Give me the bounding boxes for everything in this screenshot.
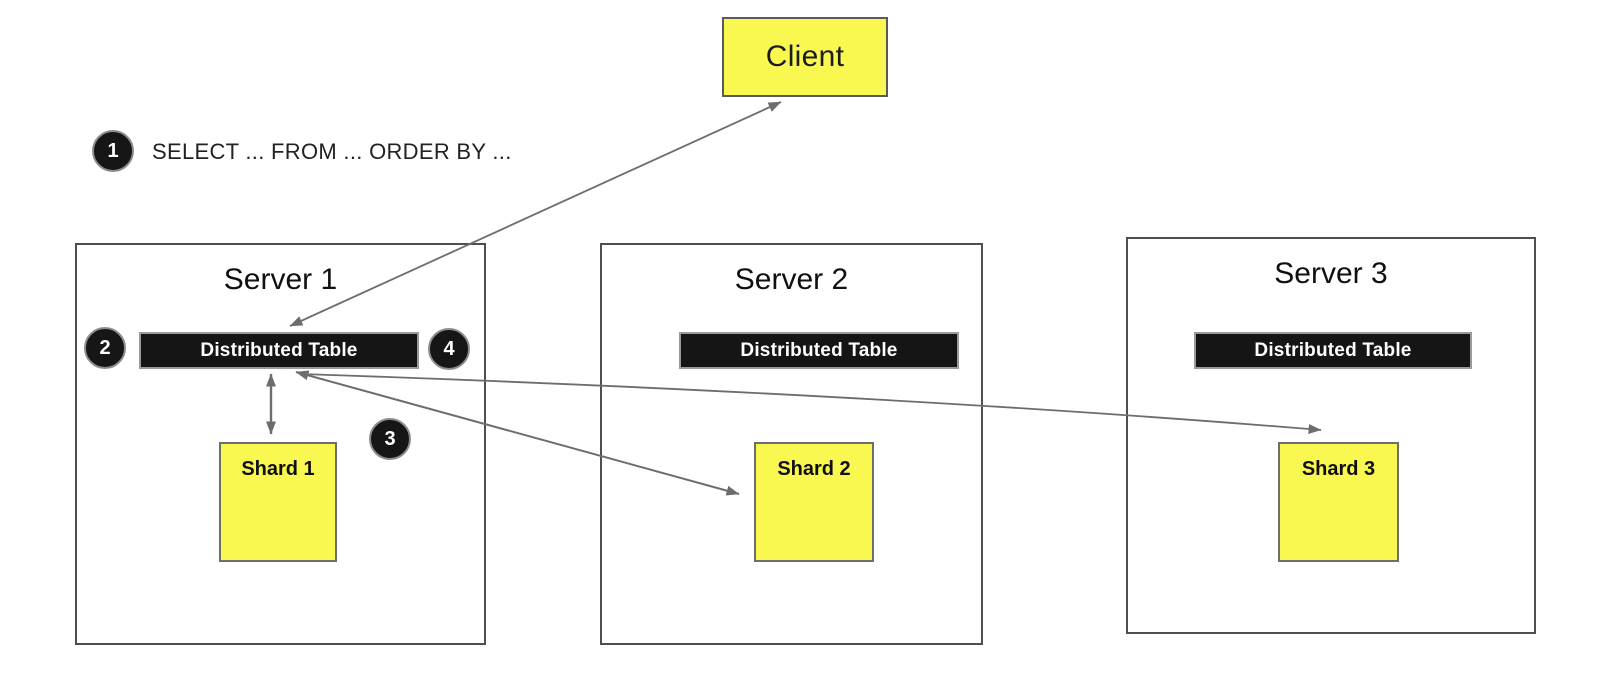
server-3-distributed-table: Distributed Table [1194, 332, 1472, 369]
step-badge-3: 3 [369, 418, 411, 460]
step-badge-1-number: 1 [107, 139, 119, 162]
server-3-box: Server 3 Distributed Table Shard 3 [1126, 237, 1536, 634]
step-badge-4-number: 4 [443, 337, 455, 360]
step-badge-4: 4 [428, 328, 470, 370]
server-2-title: Server 2 [734, 263, 849, 296]
query-annotation: SELECT ... FROM ... ORDER BY ... [152, 139, 512, 164]
step-badge-1: 1 [92, 130, 134, 172]
server-2-shard-label: Shard 2 [777, 458, 851, 480]
server-2-box: Server 2 Distributed Table Shard 2 [600, 243, 983, 645]
server-3-shard-label: Shard 3 [1301, 458, 1376, 480]
client-node: Client [722, 17, 888, 97]
server-1-box: Server 1 Distributed Table Shard 1 [75, 243, 486, 645]
server-1-shard: Shard 1 [219, 442, 337, 562]
server-3-title: Server 3 [1274, 257, 1388, 290]
client-label: Client [765, 40, 845, 73]
server-2-shard: Shard 2 [754, 442, 874, 562]
server-1-distributed-table: Distributed Table [139, 332, 419, 369]
server-1-title: Server 1 [223, 263, 338, 296]
server-1-shard-label: Shard 1 [241, 458, 315, 480]
step-badge-2: 2 [84, 327, 126, 369]
server-2-distributed-table: Distributed Table [679, 332, 959, 369]
server-2-distributed-table-label: Distributed Table [740, 339, 898, 361]
step-badge-3-number: 3 [384, 427, 396, 450]
server-1-distributed-table-label: Distributed Table [200, 339, 358, 361]
step-badge-2-number: 2 [99, 336, 111, 359]
server-3-shard: Shard 3 [1278, 442, 1399, 562]
server-3-distributed-table-label: Distributed Table [1254, 339, 1412, 361]
